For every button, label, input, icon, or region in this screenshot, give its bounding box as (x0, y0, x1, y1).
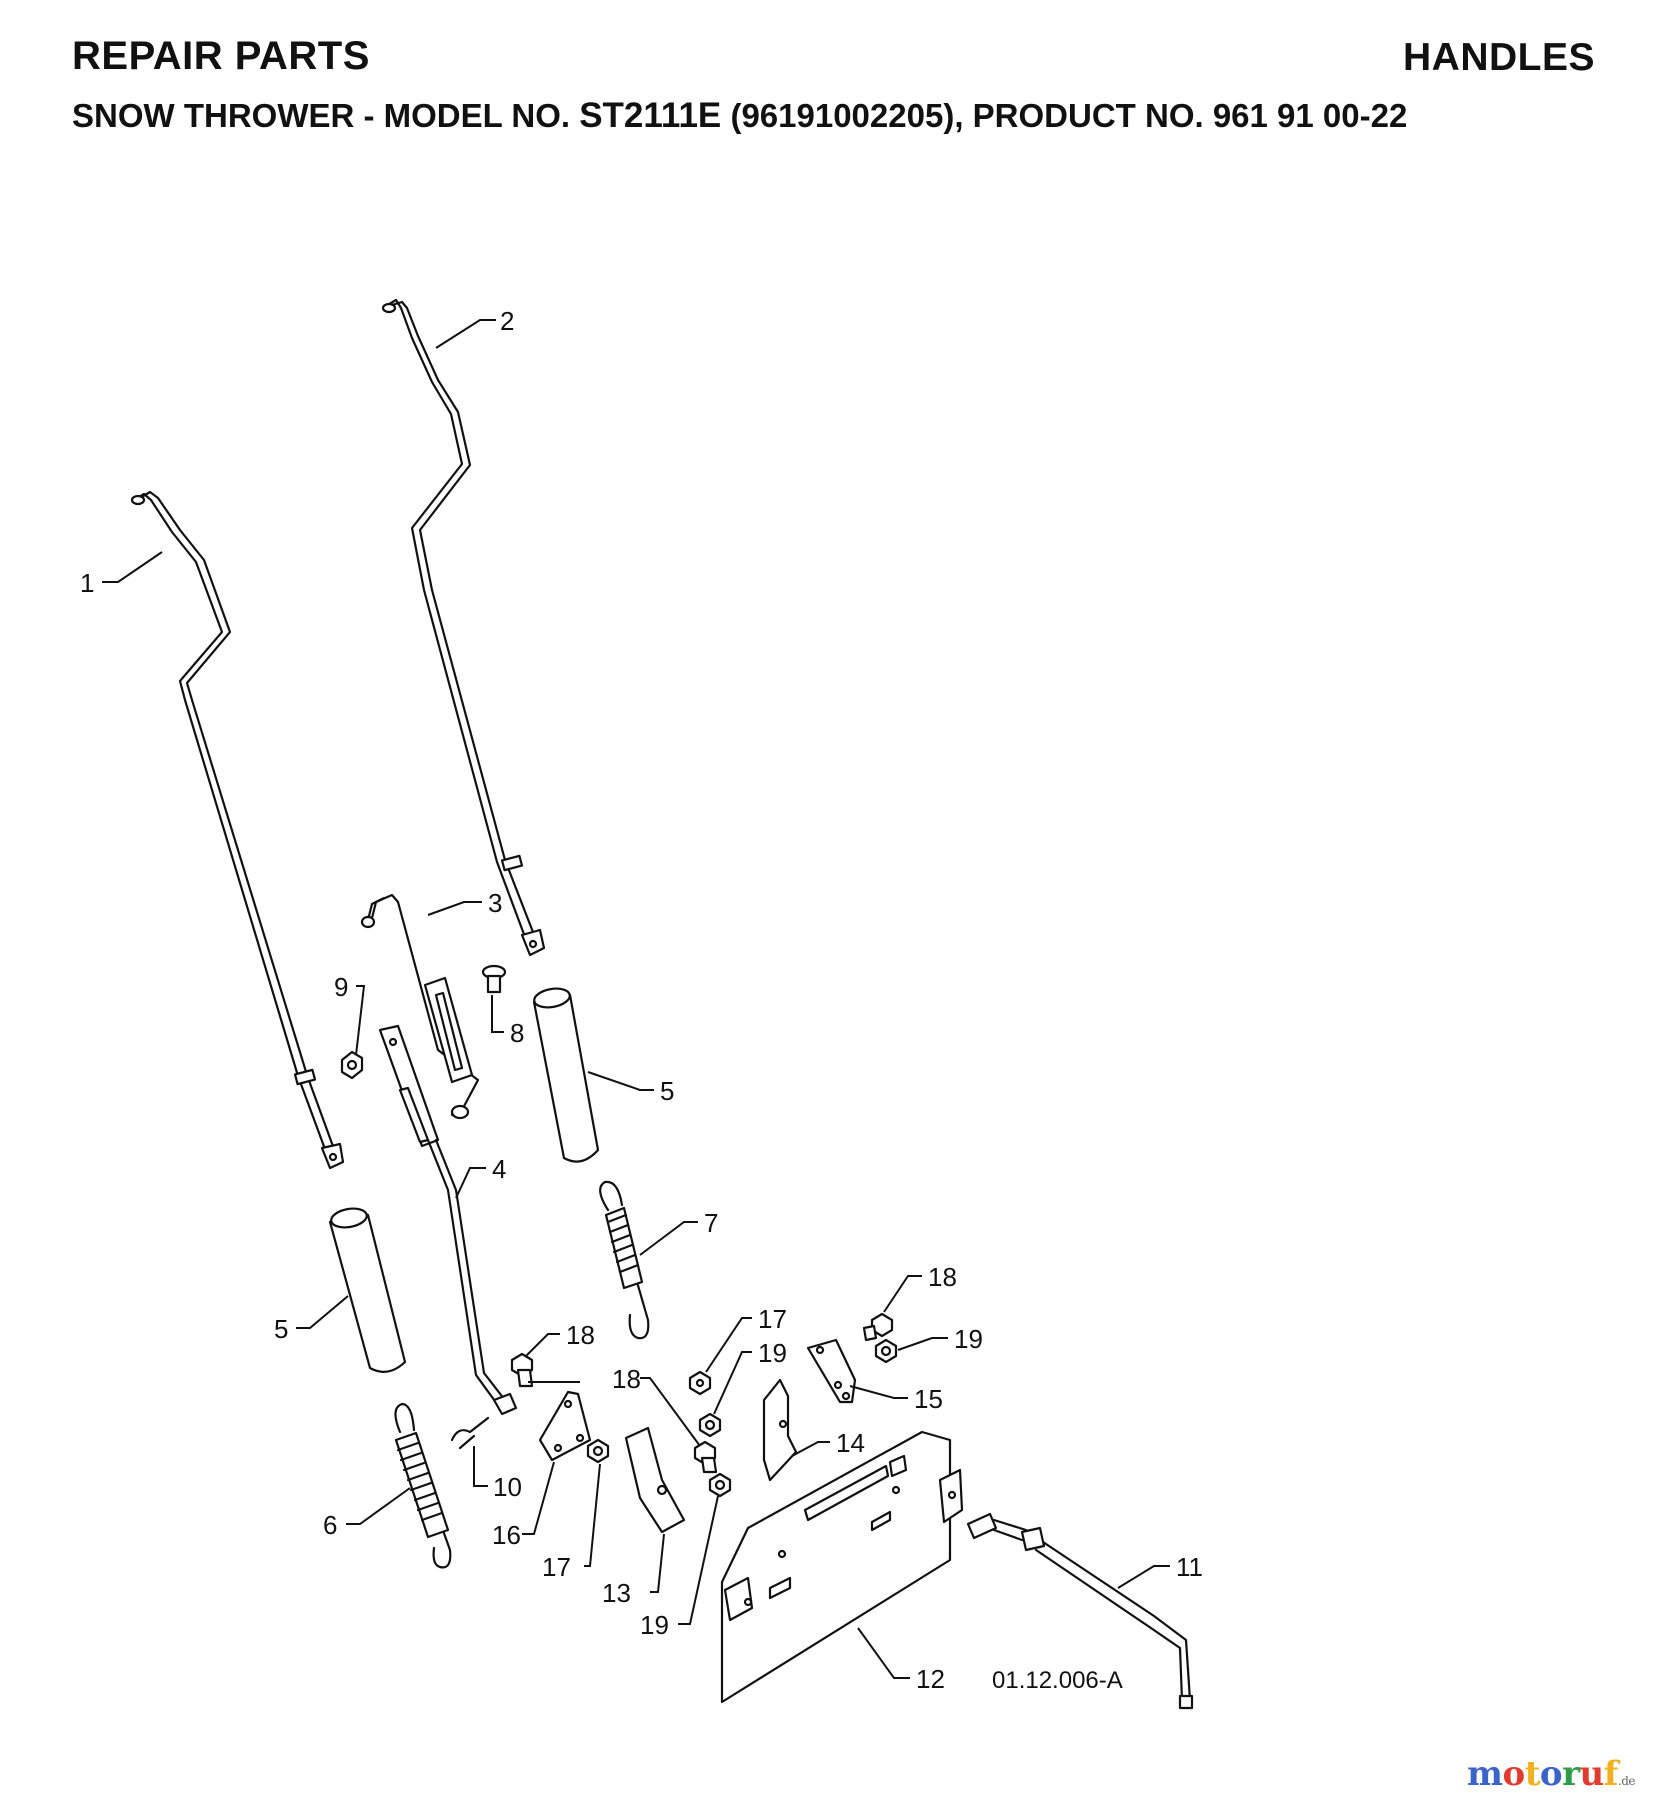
watermark-letter: t (1524, 1754, 1541, 1794)
callout-16: 16 (492, 1520, 521, 1550)
part-19-nut-c[interactable] (708, 1472, 732, 1498)
callout-19-a: 19 (758, 1338, 787, 1368)
callout-10: 10 (493, 1472, 522, 1502)
watermark-letter: m (1467, 1754, 1503, 1794)
watermark-letter: u (1579, 1754, 1605, 1794)
subtitle-suffix: (96191002205), PRODUCT NO. 961 91 00-22 (730, 97, 1408, 134)
callout-8: 8 (510, 1018, 524, 1048)
callout-2: 2 (500, 306, 514, 336)
part-4-link[interactable] (378, 1024, 518, 1416)
leader-lines (102, 319, 1170, 1679)
part-19-nut-a[interactable] (698, 1412, 722, 1438)
model-number: ST2111E (579, 96, 722, 135)
page-title: REPAIR PARTS (72, 34, 370, 78)
part-1-handle-rod[interactable] (130, 490, 345, 1170)
callout-13: 13 (602, 1578, 631, 1608)
watermark-letter: o (1502, 1754, 1526, 1794)
part-9-nut[interactable] (340, 1050, 364, 1080)
part-5-grip-upper[interactable] (532, 986, 600, 1163)
callout-labels: 1 2 3 4 5 5 6 7 8 9 10 11 12 13 14 15 16… (80, 306, 1203, 1694)
watermark-brand: motoruf (1467, 1754, 1618, 1794)
callout-17-b: 17 (758, 1304, 787, 1334)
callout-12: 12 (916, 1664, 945, 1694)
part-11-rod[interactable] (966, 1512, 1194, 1710)
part-10-hairpin[interactable] (450, 1416, 490, 1450)
watermark-letter: o (1539, 1754, 1563, 1794)
callout-18-b: 18 (612, 1364, 641, 1394)
callout-5-lower: 5 (274, 1314, 288, 1344)
part-5-grip-lower[interactable] (328, 1206, 407, 1373)
part-18-bolt-b[interactable] (693, 1440, 718, 1474)
part-6-spring[interactable] (394, 1402, 452, 1569)
subtitle-prefix: SNOW THROWER - MODEL NO. (72, 97, 571, 134)
callout-5-upper: 5 (660, 1076, 674, 1106)
part-12-mounting-plate[interactable] (720, 1430, 964, 1704)
callout-7: 7 (704, 1208, 718, 1238)
callout-15: 15 (914, 1384, 943, 1414)
callout-14: 14 (836, 1428, 865, 1458)
part-2-handle-rod[interactable] (381, 298, 546, 957)
drawing-code: 01.12.006-A (992, 1667, 1123, 1694)
part-7-spring[interactable] (599, 1180, 650, 1340)
callout-19-c: 19 (640, 1610, 669, 1640)
watermark-suffix: .de (1617, 1774, 1636, 1788)
part-17-bolt-b[interactable] (586, 1438, 610, 1464)
part-14-bracket[interactable] (762, 1378, 798, 1482)
callout-19-b: 19 (954, 1324, 983, 1354)
section-title: HANDLES (1402, 36, 1595, 79)
callout-18-c: 18 (928, 1262, 957, 1292)
callout-1: 1 (80, 568, 94, 598)
callout-18-a: 18 (566, 1320, 595, 1350)
part-15-plate[interactable] (806, 1338, 857, 1404)
callout-4: 4 (492, 1154, 506, 1184)
part-3-link[interactable] (360, 893, 480, 1120)
part-13-bracket[interactable] (624, 1426, 686, 1534)
part-8-pin[interactable] (481, 964, 507, 994)
part-17-bolt-a[interactable] (688, 1370, 712, 1396)
callout-17-a: 17 (542, 1552, 571, 1582)
watermark-letter: f (1603, 1754, 1619, 1794)
part-18-bolt-c[interactable] (862, 1312, 894, 1342)
model-subtitle: SNOW THROWER - MODEL NO. ST2111E (961910… (72, 96, 1407, 136)
motoruf-watermark: motoruf.de (1467, 1754, 1635, 1794)
part-16-plate[interactable] (538, 1390, 592, 1462)
callout-3: 3 (488, 888, 502, 918)
part-19-nut-b[interactable] (874, 1338, 898, 1364)
callout-6: 6 (323, 1510, 337, 1540)
callout-9: 9 (334, 972, 348, 1002)
watermark-letter: r (1562, 1754, 1580, 1794)
callout-11: 11 (1176, 1552, 1203, 1582)
